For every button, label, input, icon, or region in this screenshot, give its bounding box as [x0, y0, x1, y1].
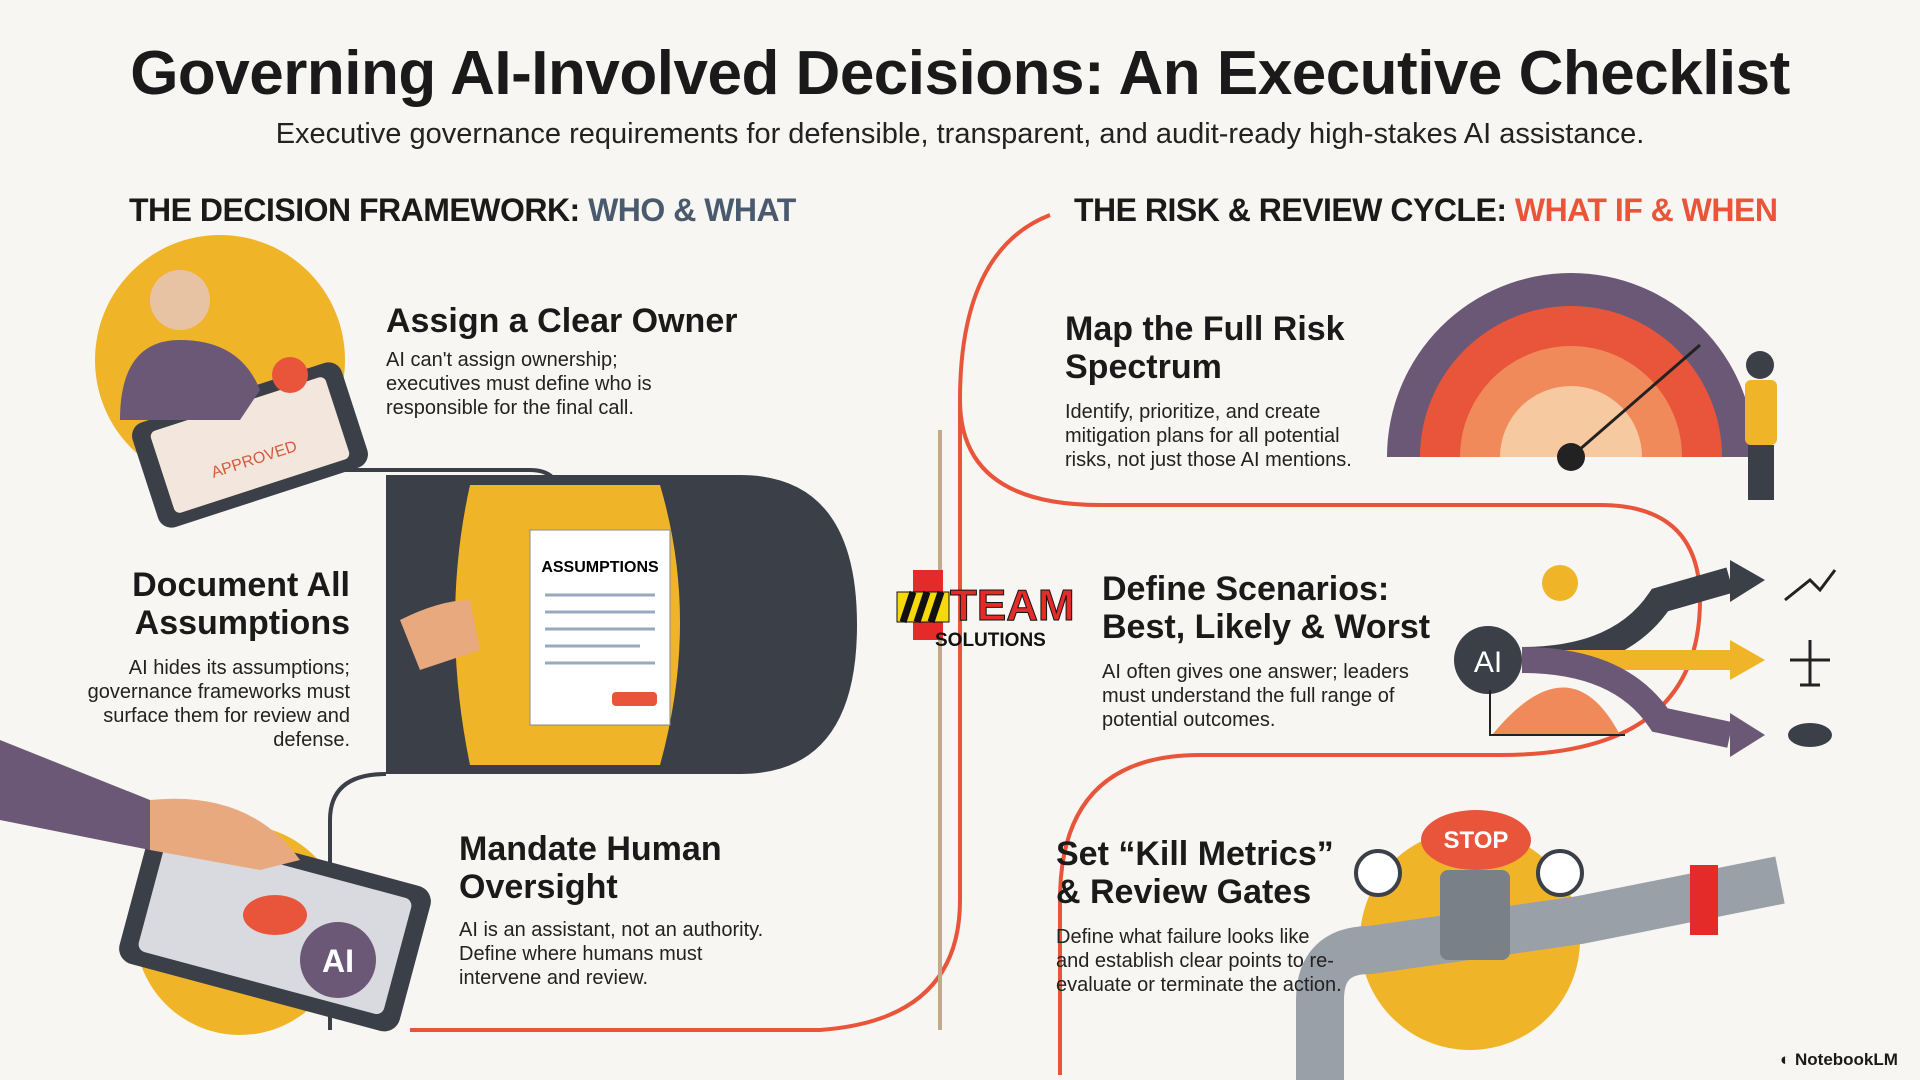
left-section-header: THE DECISION FRAMEWORK: WHO & WHAT: [129, 192, 796, 229]
item-body: Identify, prioritize, and create mitigat…: [1065, 401, 1352, 471]
item-heading: Mandate Human Oversight: [459, 830, 722, 906]
storm-cloud-icon: [1788, 723, 1832, 747]
person-body-icon: [120, 340, 260, 420]
svg-text:TEAM: TEAM: [950, 581, 1075, 630]
stamp-icon: [272, 357, 308, 393]
right-section-header: THE RISK & REVIEW CYCLE: WHAT IF & WHEN: [1074, 192, 1778, 229]
item-body: AI often gives one answer; leaders must …: [1102, 661, 1409, 731]
svg-text:STOP: STOP: [1444, 827, 1509, 854]
person-head-icon: [150, 270, 210, 330]
item-heading: Define Scenarios: Best, Likely & Worst: [1102, 570, 1431, 646]
item-assign-owner: Assign a Clear Owner AI can't assign own…: [386, 302, 746, 420]
item-heading: Map the Full Risk Spectrum: [1065, 310, 1345, 386]
section-highlight: WHAT IF & WHEN: [1514, 192, 1778, 228]
section-highlight: WHO & WHAT: [588, 192, 796, 228]
item-risk-spectrum: Map the Full Risk Spectrum Identify, pri…: [1065, 310, 1375, 472]
red-button-icon: [243, 895, 307, 935]
section-label: THE RISK & REVIEW CYCLE:: [1074, 192, 1507, 228]
item-body: Define what failure looks like and estab…: [1056, 926, 1342, 996]
assumptions-doc-text: ASSUMPTIONS: [541, 559, 659, 576]
worst-arrow: [1521, 647, 1733, 748]
item-body: AI is an assistant, not an authority. De…: [459, 919, 764, 989]
hand-pulling-curtain-icon: [400, 600, 480, 670]
arm-icon: [0, 740, 150, 850]
team-solutions-logo: TEAM SOLUTIONS: [896, 570, 1075, 651]
ai-node-icon: [1454, 626, 1522, 694]
notebooklm-icon: ◐: [1780, 1050, 1795, 1069]
notebooklm-watermark: ◐ NotebookLM: [1780, 1050, 1898, 1070]
connector-line: [328, 772, 387, 1030]
hand-icon: [150, 798, 300, 870]
item-body: AI can't assign ownership; executives mu…: [386, 349, 652, 419]
scales-icon: [1790, 640, 1830, 687]
page-subtitle: Executive governance requirements for de…: [275, 118, 1645, 150]
gauge-needle: [1570, 343, 1701, 459]
item-kill-metrics: Set “Kill Metrics” & Review Gates Define…: [1056, 835, 1356, 997]
item-human-oversight: Mandate Human Oversight AI is an assista…: [459, 830, 789, 990]
orange-cycle-line-2: [958, 399, 1703, 1075]
item-heading: Assign a Clear Owner: [386, 302, 738, 340]
orange-cycle-line: [410, 213, 1051, 1032]
stop-button: [1421, 810, 1531, 870]
svg-text:AI: AI: [1474, 646, 1502, 679]
pipe-icon: [1296, 856, 1785, 1080]
section-label: THE DECISION FRAMEWORK:: [129, 192, 580, 228]
gauge-dial-icon: [1354, 849, 1402, 897]
analyst-person-icon: [1746, 351, 1774, 379]
growth-chart-icon: [1784, 569, 1837, 602]
distribution-curve: [1492, 687, 1620, 735]
gauge-dial-icon: [1536, 849, 1584, 897]
item-scenarios: Define Scenarios: Best, Likely & Worst A…: [1102, 570, 1442, 732]
item-heading: Document All Assumptions: [132, 566, 350, 642]
valve-body: [1440, 870, 1510, 960]
watermark-text: NotebookLM: [1795, 1050, 1898, 1069]
sun-icon: [1542, 565, 1578, 601]
item-document-assumptions: Document All Assumptions AI hides its as…: [60, 566, 350, 752]
item-heading: Set “Kill Metrics” & Review Gates: [1056, 835, 1334, 911]
valve-band: [1690, 865, 1718, 935]
ai-badge-text: AI: [322, 943, 354, 979]
page-title: Governing AI-Involved Decisions: An Exec…: [130, 39, 1790, 108]
svg-text:SOLUTIONS: SOLUTIONS: [935, 630, 1046, 651]
ai-badge-circle: [300, 922, 376, 998]
item-body: AI hides its assumptions; governance fra…: [87, 657, 350, 751]
